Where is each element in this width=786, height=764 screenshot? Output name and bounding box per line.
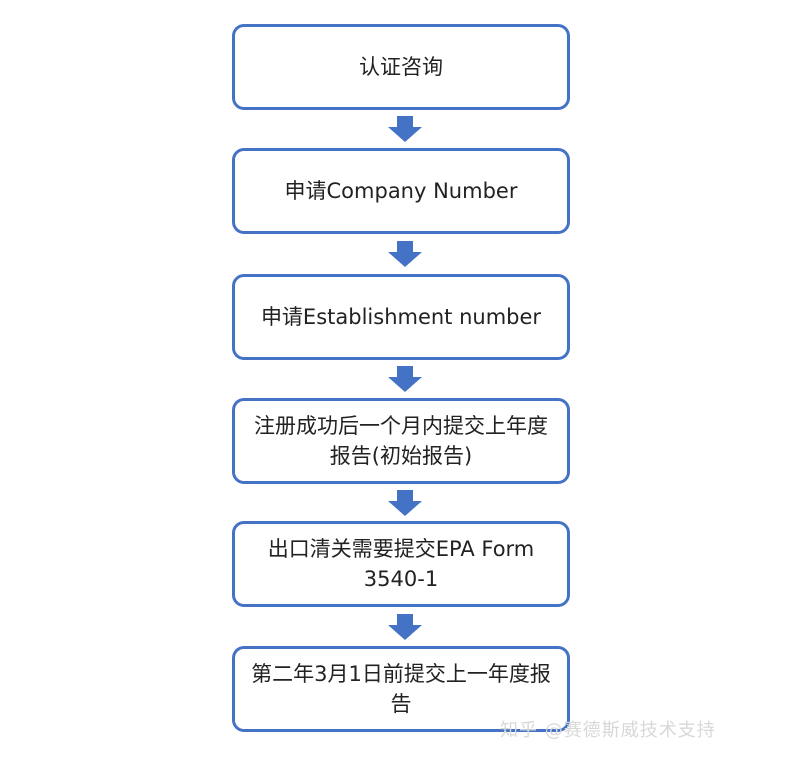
step-initial-report: 注册成功后一个月内提交上年度报告(初始报告) bbox=[232, 398, 570, 484]
down-arrow-icon bbox=[388, 614, 422, 640]
step-label: 申请Company Number bbox=[284, 179, 518, 203]
step-label: 申请Establishment number bbox=[260, 305, 542, 329]
watermark: 知乎 @赛德斯威技术支持 bbox=[500, 720, 716, 741]
step-export-customs-epa-form: 出口清关需要提交EPA Form 3540-1 bbox=[232, 521, 570, 607]
step-label: 认证咨询 bbox=[359, 55, 443, 79]
step-label: 注册成功后一个月内提交上年度报告(初始报告) bbox=[254, 414, 548, 468]
step-apply-company-number: 申请Company Number bbox=[232, 148, 570, 234]
step-label: 出口清关需要提交EPA Form 3540-1 bbox=[267, 537, 535, 591]
down-arrow-icon bbox=[388, 116, 422, 142]
step-annual-report: 第二年3月1日前提交上一年度报告 bbox=[232, 646, 570, 732]
down-arrow-icon bbox=[388, 366, 422, 392]
step-consultation: 认证咨询 bbox=[232, 24, 570, 110]
step-label: 第二年3月1日前提交上一年度报告 bbox=[251, 662, 551, 716]
down-arrow-icon bbox=[388, 490, 422, 516]
step-apply-establishment-number: 申请Establishment number bbox=[232, 274, 570, 360]
down-arrow-icon bbox=[388, 241, 422, 267]
